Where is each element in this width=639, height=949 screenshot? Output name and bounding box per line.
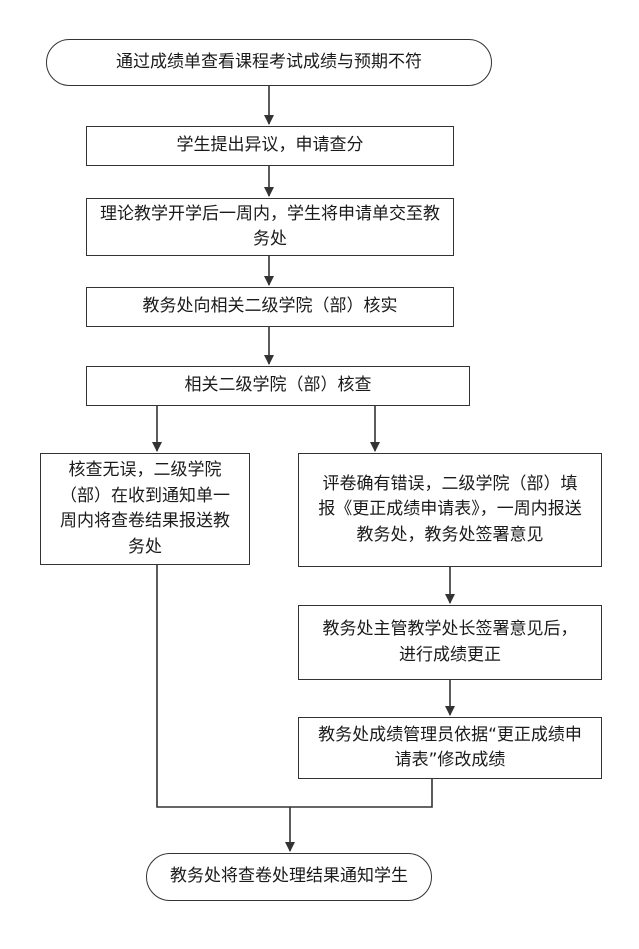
left-branch-no-error: 核查无误，二级学院（部）在收到通知单一周内将查卷结果报送教务处 xyxy=(40,453,250,565)
start-node: 通过成绩单查看课程考试成绩与预期不符 xyxy=(46,39,492,86)
end-node: 教务处将查卷处理结果通知学生 xyxy=(146,853,432,901)
step-submit-application: 理论教学开学后一周内，学生将申请单交至教务处 xyxy=(86,198,454,256)
left-branch-no-error-text: 核查无误，二级学院（部）在收到通知单一周内将查卷结果报送教务处 xyxy=(60,460,230,557)
step-submit-application-text: 理论教学开学后一周内，学生将申请单交至教务处 xyxy=(100,203,440,250)
end-node-text: 教务处将查卷处理结果通知学生 xyxy=(170,866,408,887)
right-branch-error-found-text: 评卷确有错误，二级学院（部）填报《更正成绩申请表》，一周内报送教务处，教务处签署… xyxy=(318,473,582,545)
connector-right-to-merge xyxy=(290,779,433,808)
start-node-text: 通过成绩单查看课程考试成绩与预期不符 xyxy=(116,51,422,72)
right-step-grade-modify: 教务处成绩管理员依据“更正成绩申请表”修改成绩 xyxy=(298,717,602,779)
step-college-check-text: 相关二级学院（部）核查 xyxy=(184,375,372,396)
right-branch-error-found: 评卷确有错误，二级学院（部）填报《更正成绩申请表》，一周内报送教务处，教务处签署… xyxy=(298,453,602,567)
step-submit-objection: 学生提出异议，申请查分 xyxy=(86,126,454,166)
right-step-director-sign-text: 教务处主管教学处长签署意见后，进行成绩更正 xyxy=(322,619,578,665)
step-submit-objection-text: 学生提出异议，申请查分 xyxy=(176,135,364,156)
right-step-grade-modify-text: 教务处成绩管理员依据“更正成绩申请表”修改成绩 xyxy=(318,724,582,771)
right-step-director-sign: 教务处主管教学处长签署意见后，进行成绩更正 xyxy=(298,605,602,680)
connector-left-to-merge xyxy=(156,565,290,808)
step-verify-with-college: 教务处向相关二级学院（部）核实 xyxy=(86,287,454,327)
step-college-check: 相关二级学院（部）核查 xyxy=(86,366,470,406)
step-verify-with-college-text: 教务处向相关二级学院（部）核实 xyxy=(142,296,398,317)
